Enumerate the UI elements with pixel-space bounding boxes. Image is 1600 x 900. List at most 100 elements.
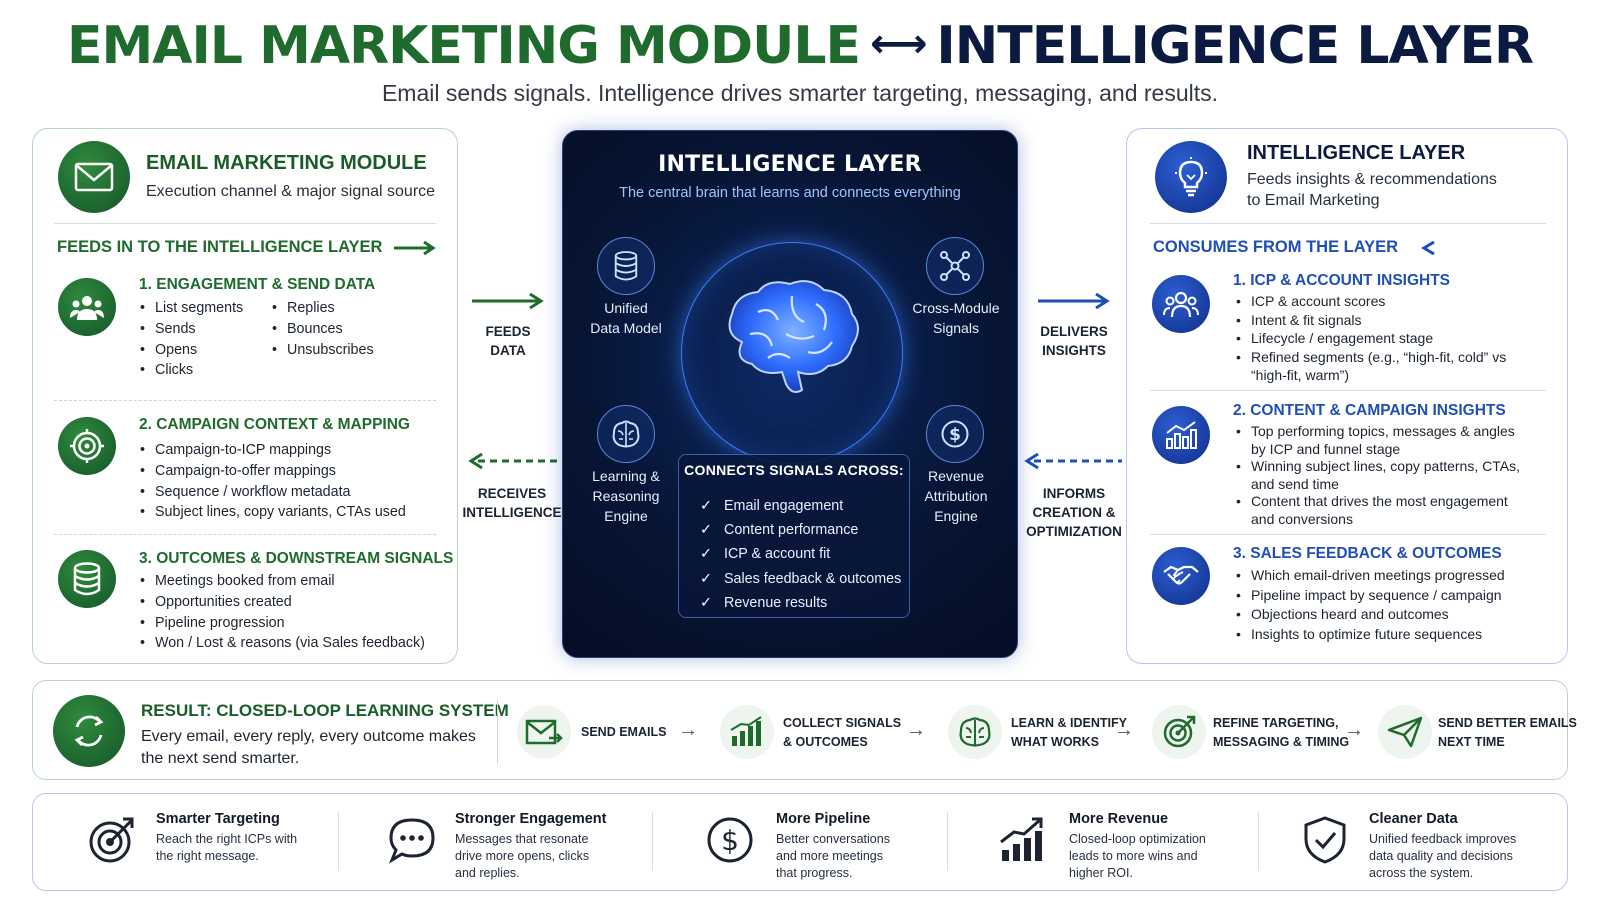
step-label-line: LEARN & IDENTIFY (1011, 716, 1127, 730)
right-group-1-list: ICP & account scores Intent & fit signal… (1234, 292, 1534, 385)
delivers-arrow-icon (1038, 292, 1110, 310)
check-item: Sales feedback & outcomes (700, 567, 901, 591)
svg-text:$: $ (949, 425, 961, 445)
list-item: Winning subject lines, copy patterns, CT… (1234, 458, 1524, 493)
left-group-3-list: Meetings booked from email Opportunities… (138, 571, 425, 654)
bar-chart-up-icon (720, 705, 774, 759)
paper-plane-icon (1378, 705, 1432, 759)
receives-intelligence-label: RECEIVES INTELLIGENCE (462, 484, 562, 522)
left-panel-subtitle: Execution channel & major signal source (146, 183, 436, 200)
step-collect-signals: COLLECT SIGNALS & OUTCOMES (783, 714, 901, 752)
send-email-icon (517, 705, 571, 759)
receives-arrow-icon (468, 452, 558, 470)
list-item: Bounces (270, 319, 374, 340)
node-label-line: Signals (933, 320, 979, 336)
list-item: List segments (138, 298, 243, 319)
flow-label-line: DELIVERS (1040, 324, 1108, 339)
informs-arrow-icon (1024, 452, 1122, 470)
title-right: INTELLIGENCE LAYER (936, 16, 1534, 76)
step-label-line: COLLECT SIGNALS (783, 716, 902, 730)
flow-label-line: INFORMS (1042, 486, 1106, 501)
node-label-line: Attribution (924, 488, 988, 504)
flow-label-line: CREATION & (1032, 505, 1116, 520)
benefit-desc: Better conversations and more meetings t… (776, 832, 890, 880)
list-item: Meetings booked from email (138, 571, 425, 592)
page-subtitle: Email sends signals. Intelligence drives… (381, 80, 1219, 106)
connects-list: Email engagement Content performance ICP… (700, 494, 901, 615)
flow-label-line: OPTIMIZATION (1026, 524, 1122, 539)
right-group-1-title: 1. ICP & ACCOUNT INSIGHTS (1233, 272, 1451, 289)
list-item: Insights to optimize future sequences (1234, 625, 1534, 645)
divider (947, 812, 948, 870)
double-arrow-icon: ⟷ (870, 21, 927, 67)
center-title: INTELLIGENCE LAYER (658, 152, 922, 177)
step-label-line: NEXT TIME (1438, 735, 1505, 749)
benefit-desc: Messages that resonate drive more opens,… (455, 832, 590, 880)
feeds-data-label: FEEDS DATA (470, 322, 546, 360)
node-label-line: Data Model (590, 320, 662, 336)
cross-module-signals-label: Cross-Module Signals (900, 298, 1012, 338)
step-label-line: SEND BETTER EMAILS (1438, 716, 1577, 730)
title-left: EMAIL MARKETING MODULE (66, 16, 861, 76)
list-item: Opens (138, 340, 243, 361)
shield-check-icon (1298, 813, 1352, 867)
list-item: Lifecycle / engagement stage (1234, 329, 1534, 348)
list-item: Subject lines, copy variants, CTAs used (138, 502, 406, 523)
result-subtitle: Every email, every reply, every outcome … (141, 728, 476, 767)
list-item: Content that drives the most engagement … (1234, 493, 1524, 528)
envelope-icon (58, 141, 130, 213)
flow-label-line: RECEIVES (477, 486, 547, 501)
step-learn-identify: LEARN & IDENTIFY WHAT WORKS (1011, 714, 1127, 752)
benefit-title: Cleaner Data (1369, 811, 1458, 827)
divider (497, 700, 498, 764)
right-group-3-list: Which email-driven meetings progressed P… (1234, 566, 1534, 644)
step-arrow-icon: → (678, 719, 698, 741)
list-item: Campaign-to-ICP mappings (138, 440, 406, 461)
right-group-2-title: 2. CONTENT & CAMPAIGN INSIGHTS (1233, 402, 1506, 419)
flow-label-line: INTELLIGENCE (462, 505, 562, 520)
connects-heading: CONNECTS SIGNALS ACROSS: (684, 462, 904, 478)
list-item: Sends (138, 319, 243, 340)
node-label-line: Engine (604, 508, 648, 524)
left-arrow-icon (1421, 240, 1544, 256)
benefit-desc: Unified feedback improves data quality a… (1369, 832, 1517, 880)
unified-data-model-icon (597, 237, 655, 295)
right-arrow-icon (394, 240, 436, 256)
cycle-arrows-icon (53, 695, 125, 767)
database-icon (58, 550, 116, 608)
benefit-desc: Closed-loop optimization leads to more w… (1069, 832, 1206, 880)
step-arrow-icon: → (1114, 719, 1134, 741)
team-icon (1152, 275, 1210, 333)
feeds-arrow-icon (472, 292, 544, 310)
check-item: Content performance (700, 518, 901, 542)
lightbulb-icon (1155, 141, 1227, 213)
delivers-insights-label: DELIVERS INSIGHTS (1032, 322, 1116, 360)
list-item: Top performing topics, messages & angles… (1234, 423, 1524, 458)
divider (1150, 223, 1546, 224)
divider (652, 812, 653, 870)
node-label-line: Learning & (592, 468, 660, 484)
check-item: Email engagement (700, 494, 901, 518)
handshake-icon (1152, 547, 1210, 605)
step-label-line: REFINE TARGETING, (1213, 716, 1339, 730)
list-item: Pipeline progression (138, 613, 425, 634)
brain-chip-icon (597, 405, 655, 463)
benefit-desc: Reach the right ICPs with the right mess… (156, 832, 298, 863)
subtitle-line: to Email Marketing (1247, 192, 1380, 209)
right-panel-title: INTELLIGENCE LAYER (1247, 142, 1466, 164)
left-group-3-title: 3. OUTCOMES & DOWNSTREAM SIGNALS (139, 550, 454, 567)
check-item: Revenue results (700, 591, 901, 615)
revenue-attribution-label: Revenue Attribution Engine (904, 466, 1008, 526)
step-label-line: SEND EMAILS (581, 725, 667, 739)
dollar-circle-icon: $ (703, 813, 757, 867)
right-group-3-title: 3. SALES FEEDBACK & OUTCOMES (1233, 545, 1502, 562)
benefits-strip (32, 793, 1568, 891)
revenue-growth-icon (996, 813, 1050, 867)
right-section-heading: CONSUMES FROM THE LAYER (1153, 238, 1399, 256)
divider (54, 223, 436, 224)
dollar-coin-icon: $ (926, 405, 984, 463)
step-label-line: MESSAGING & TIMING (1213, 735, 1350, 749)
step-label-line: WHAT WORKS (1011, 735, 1099, 749)
list-item: Won / Lost & reasons (via Sales feedback… (138, 633, 425, 654)
benefit-title: More Pipeline (776, 811, 871, 827)
